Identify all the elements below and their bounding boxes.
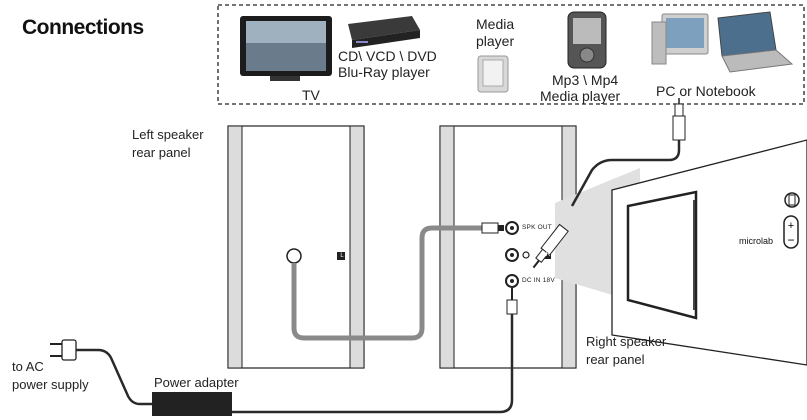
ac-plug-icon: [50, 339, 77, 361]
mp3-player-icon: [567, 11, 607, 69]
ac-label-1: to AC: [12, 359, 44, 374]
media-label-line2: player: [476, 33, 515, 49]
left-panel-label-1: Left speaker: [132, 127, 204, 142]
dc-in-label: DC IN 18V: [522, 277, 555, 284]
brand-logo-text: microlab: [739, 236, 774, 246]
speaker-back-enlarged: + −: [611, 139, 807, 366]
mp3-label-line1: Mp3 \ Mp4: [552, 72, 619, 88]
media-player-icon: [477, 55, 509, 93]
audio-jack-plug: [672, 98, 686, 141]
tv-label: TV: [302, 87, 320, 103]
dvd-player-icon: [348, 16, 420, 48]
dc-plug: [506, 299, 518, 315]
svg-text:+: +: [788, 220, 794, 232]
tv-icon: [240, 16, 332, 81]
notebook-icon: [717, 11, 794, 73]
mp3-label-line2: Media player: [540, 88, 621, 104]
left-panel-label-2: rear panel: [132, 145, 191, 160]
ac-cable: [76, 348, 152, 406]
spk-out-label: SPK OUT: [522, 224, 552, 231]
ac-label-2: power supply: [12, 377, 89, 392]
audio-plug-to-speaker: [532, 223, 569, 269]
left-badge: L: [340, 253, 344, 259]
audio-cable: [570, 140, 681, 207]
pc-label: PC or Notebook: [656, 83, 756, 99]
dc-cable: [232, 314, 514, 414]
right-badge: R: [545, 252, 551, 258]
right-panel-label-1: Right speaker: [586, 334, 667, 349]
spk-plug: [481, 222, 499, 234]
media-label-line1: Media: [476, 16, 515, 32]
power-adapter-label: Power adapter: [154, 375, 239, 390]
speaker-cable: [291, 225, 482, 341]
dvd-label-line1: CD\ VCD \ DVD: [338, 48, 437, 64]
svg-text:−: −: [787, 233, 794, 247]
desktop-pc-icon: [651, 13, 709, 65]
page-title: Connections: [22, 16, 144, 39]
right-panel-label-2: rear panel: [586, 352, 645, 367]
dvd-label-line2: Blu-Ray player: [338, 64, 430, 80]
power-adapter-box: [152, 392, 232, 416]
